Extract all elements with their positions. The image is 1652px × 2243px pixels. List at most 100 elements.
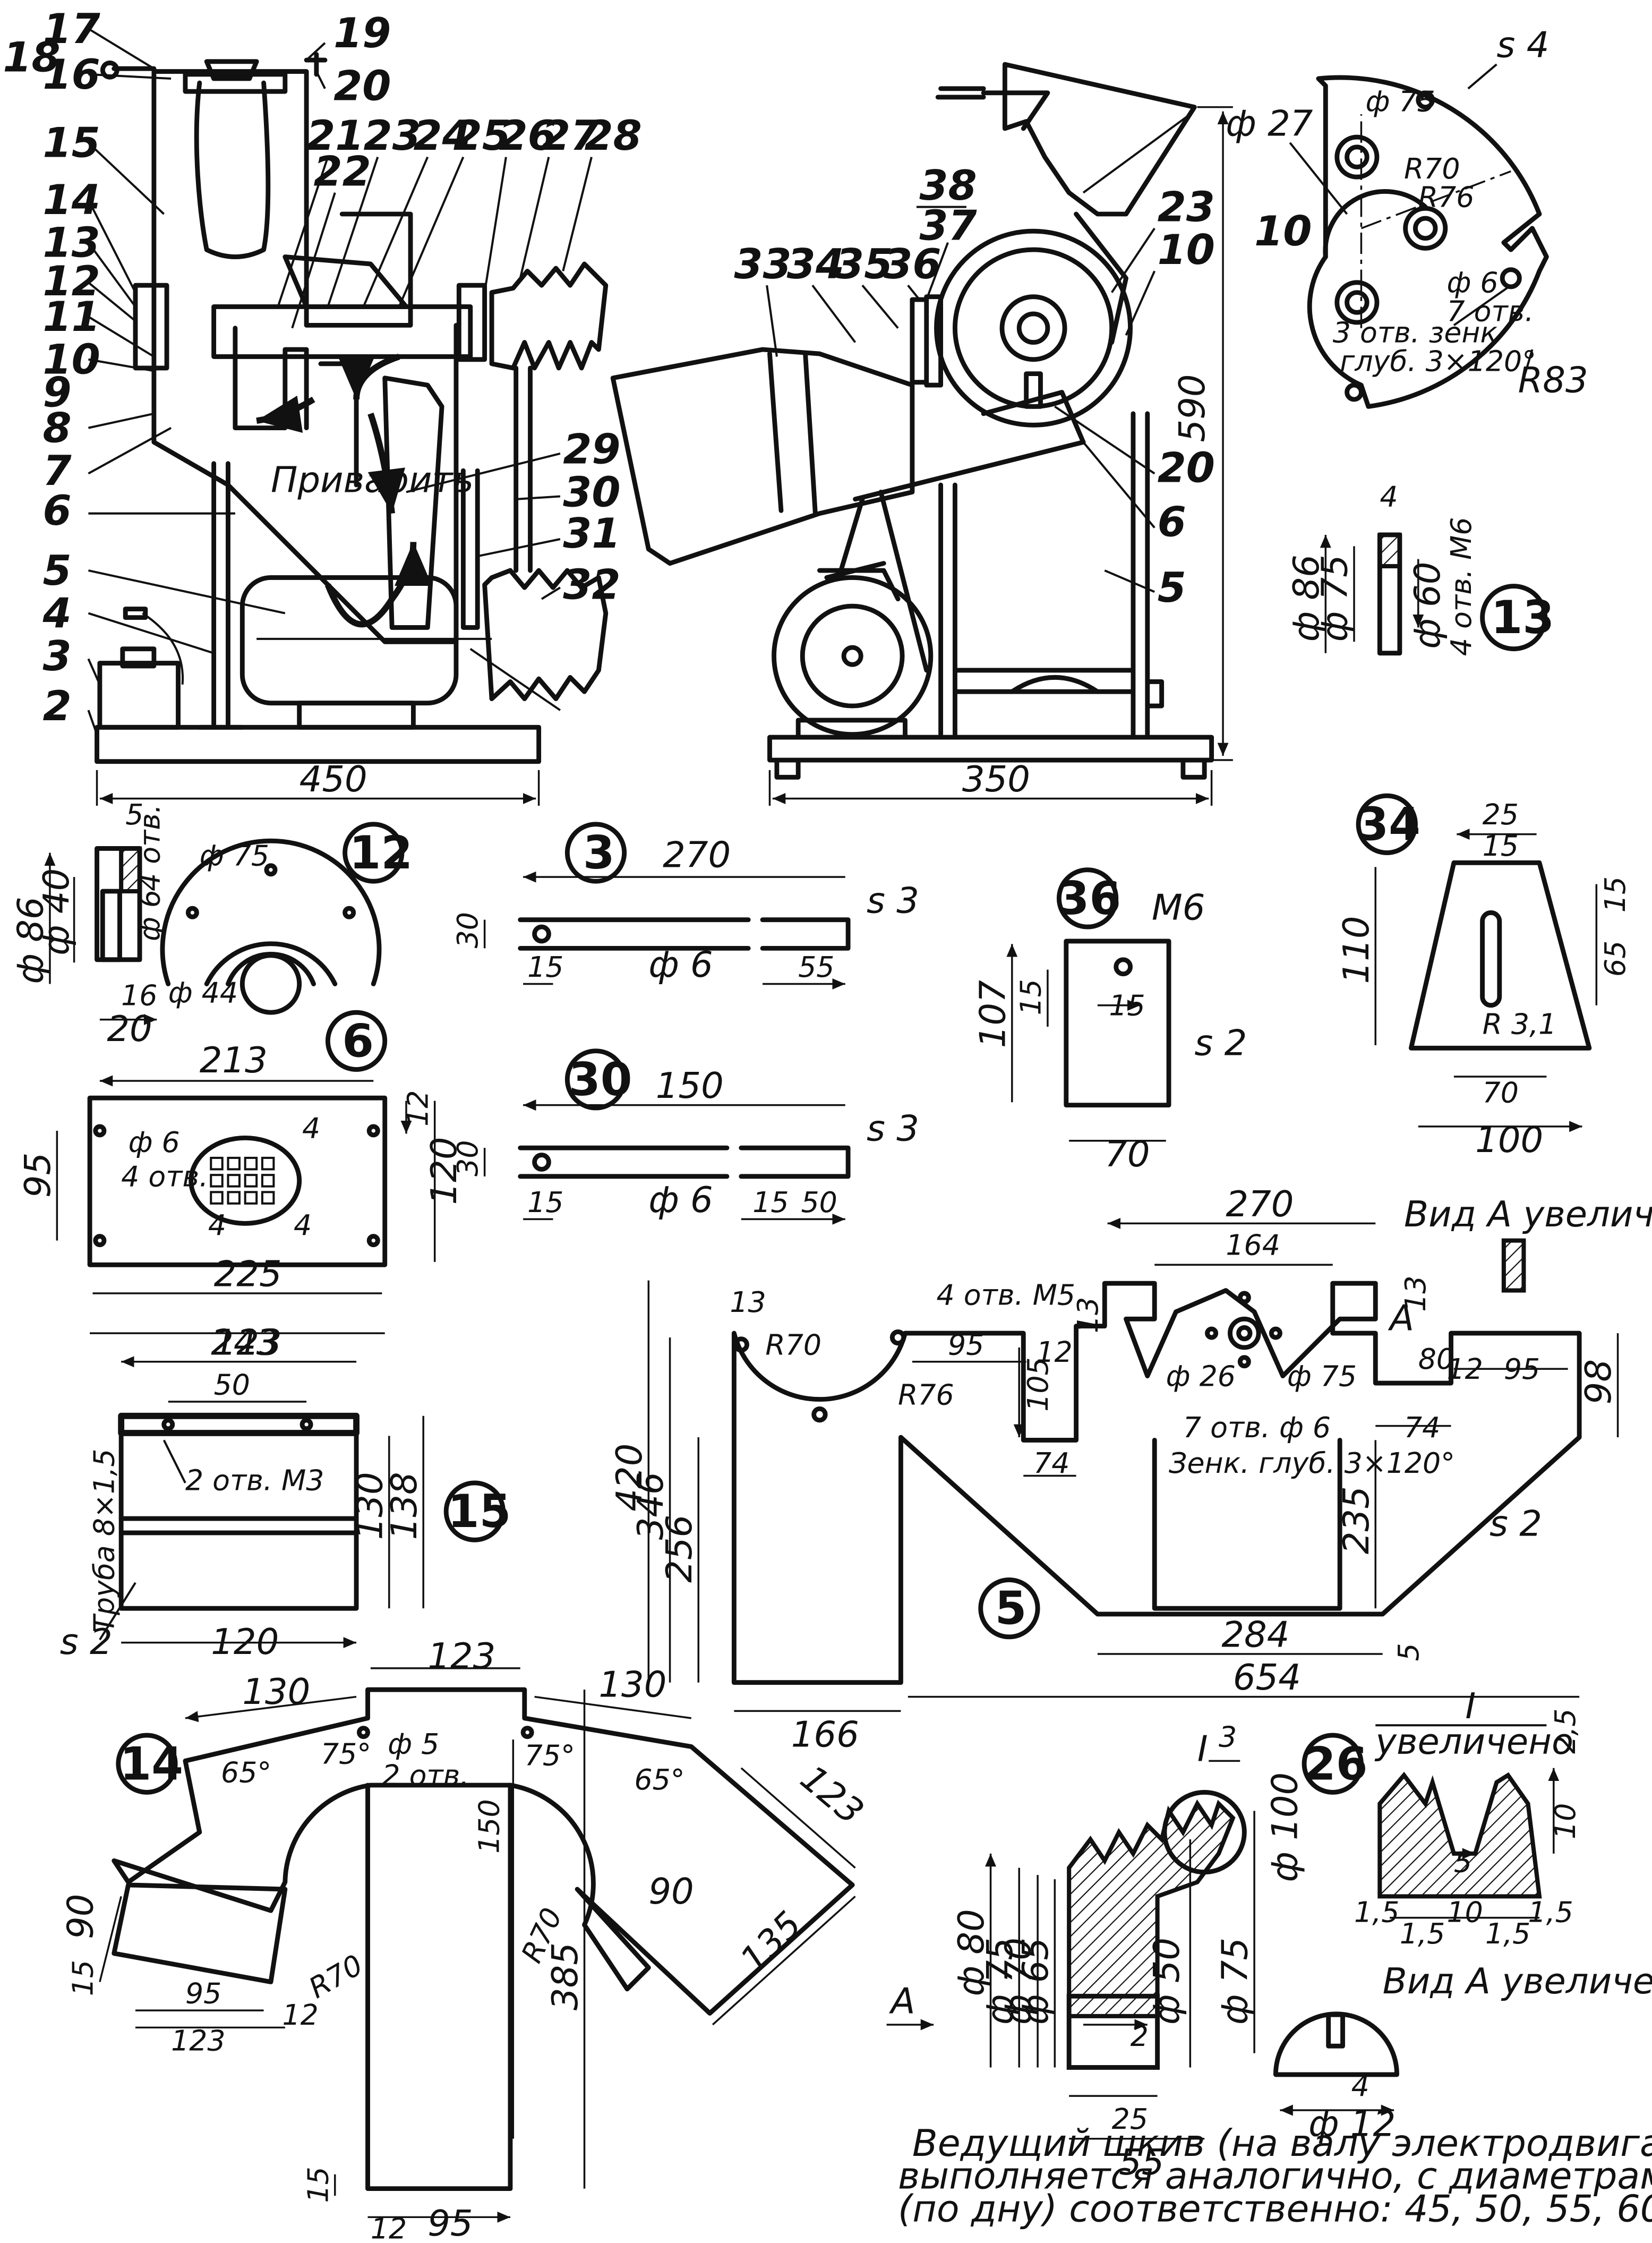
svg-text:15: 15 [448,1485,511,1538]
svg-text:24: 24 [413,112,470,160]
svg-text:М6: М6 [1152,887,1205,928]
svg-text:123: 123 [214,1321,282,1363]
svg-text:13: 13 [1071,1297,1105,1333]
svg-text:130: 130 [242,1671,310,1712]
svg-text:12: 12 [1446,1352,1483,1386]
svg-text:(по дну) соответственно: 45, 5: (по дну) соответственно: 45, 50, 55, 60. [898,2187,1652,2230]
svg-text:ф 100: ф 100 [1264,1772,1306,1882]
svg-text:256: 256 [658,1515,700,1583]
svg-text:R70: R70 [1404,152,1460,185]
assembly-front-view: 33 34 35 36 38 37 23 10 20 6 5 590 350 [610,62,1233,806]
svg-text:ф 12: ф 12 [1308,2103,1396,2144]
hopper-tube [194,80,271,259]
svg-text:33: 33 [734,241,791,288]
svg-text:6: 6 [342,1014,374,1068]
svg-text:15: 15 [1598,876,1632,912]
svg-text:4: 4 [1380,480,1398,513]
svg-text:11: 11 [43,293,100,341]
frame-leg-left [197,461,245,730]
svg-text:ф 6: ф 6 [1446,266,1498,300]
svg-text:2,5: 2,5 [1548,1709,1582,1754]
svg-text:ф 75: ф 75 [1314,555,1356,642]
svg-text:ф 6: ф 6 [129,1125,180,1159]
svg-text:166: 166 [791,1714,859,1755]
svg-text:95: 95 [1504,1352,1540,1386]
svg-text:110: 110 [1336,916,1377,984]
svg-text:6: 6 [43,487,72,535]
svg-text:9: 9 [43,369,72,416]
svg-text:2 отв.: 2 отв. [382,1759,469,1792]
svg-text:26: 26 [499,112,556,160]
svg-text:23: 23 [363,112,421,160]
svg-text:12: 12 [349,826,413,880]
svg-text:75°: 75° [525,1738,575,1772]
svg-text:4 отв.: 4 отв. [121,1160,208,1193]
svg-text:ф 70: ф 70 [998,1938,1039,2025]
svg-text:70: 70 [1105,1133,1150,1175]
svg-text:R 3,1: R 3,1 [1483,1007,1557,1041]
svg-text:1,5: 1,5 [1528,1896,1573,1929]
svg-text:ф 44: ф 44 [168,976,238,1009]
svg-text:s 2: s 2 [1194,1022,1247,1064]
svg-text:4 отв. М5: 4 отв. М5 [937,1278,1076,1311]
svg-text:3: 3 [43,633,72,680]
svg-text:7: 7 [43,447,72,495]
svg-text:6: 6 [1158,499,1186,547]
grinder-drum [934,228,1133,428]
part-30: 150 s 3 30 15 ф 6 15 50 30 [451,1048,919,1221]
svg-text:123: 123 [793,1757,871,1832]
svg-text:A: A [1388,1298,1414,1339]
svg-text:A: A [889,1980,915,2022]
svg-text:50: 50 [214,1368,250,1402]
svg-text:ф 65: ф 65 [1015,1938,1056,2025]
callouts-left: 17 16 15 14 13 12 11 10 9 8 7 6 5 4 3 2 … [3,5,642,735]
svg-text:15: 15 [752,1186,789,1219]
svg-text:75°: 75° [321,1737,371,1771]
svg-text:4 отв. М6: 4 отв. М6 [1444,517,1478,656]
svg-text:21: 21 [306,112,364,160]
svg-text:32: 32 [563,561,620,609]
svg-text:5: 5 [43,547,72,595]
part-14: 130 123 130 75° ф 5 2 отв. 75° 65° 65° 1… [59,1635,871,2243]
svg-text:s 2: s 2 [60,1621,113,1662]
svg-text:150: 150 [656,1065,724,1106]
svg-text:65°: 65° [634,1763,684,1796]
outlet-chute [610,347,915,566]
svg-text:15: 15 [66,1960,99,1996]
svg-text:34: 34 [1357,798,1420,851]
pulley-lower [482,568,609,702]
svg-text:95: 95 [948,1328,984,1361]
svg-text:70: 70 [1483,1076,1519,1109]
svg-text:15: 15 [1483,829,1519,863]
part-6: 213 ф 6 4 отв. 95 12 120 4 4 4 225 243 6 [17,1010,465,1363]
svg-text:13: 13 [1491,591,1555,644]
svg-text:35: 35 [835,241,893,288]
svg-text:13: 13 [1399,1276,1432,1312]
svg-text:ф 75: ф 75 [979,1938,1021,2025]
svg-text:s 3: s 3 [867,880,919,921]
height-dim-590: 590 [1171,374,1213,442]
svg-text:ф 27: ф 27 [1226,103,1313,144]
svg-text:4: 4 [208,1208,226,1242]
svg-text:12: 12 [282,1998,318,2032]
svg-text:4: 4 [294,1208,312,1242]
hopper [1002,62,1197,217]
base-front [767,735,1214,780]
base-plate [95,724,542,764]
part-34: 25 15 15 65 110 R 3,1 70 100 34 [1336,793,1632,1161]
svg-text:30: 30 [563,468,620,516]
svg-text:29: 29 [563,426,620,474]
svg-text:ф 75: ф 75 [1287,1359,1357,1393]
svg-text:ф 75: ф 75 [1365,85,1435,118]
svg-text:235: 235 [1336,1486,1377,1554]
svg-text:3 отв. зенк: 3 отв. зенк [1333,316,1498,349]
svg-text:1,5: 1,5 [1485,1917,1530,1950]
svg-text:Вид А увеличено: Вид А увеличено [1383,1960,1652,2002]
svg-text:138: 138 [383,1472,425,1540]
svg-text:увеличено: увеличено [1374,1721,1573,1762]
weld-label: Приварить [271,459,474,500]
callouts-right: 33 34 35 36 38 37 23 10 20 6 5 [734,162,1215,612]
crank-handle [935,86,1050,131]
svg-text:37: 37 [919,202,977,250]
